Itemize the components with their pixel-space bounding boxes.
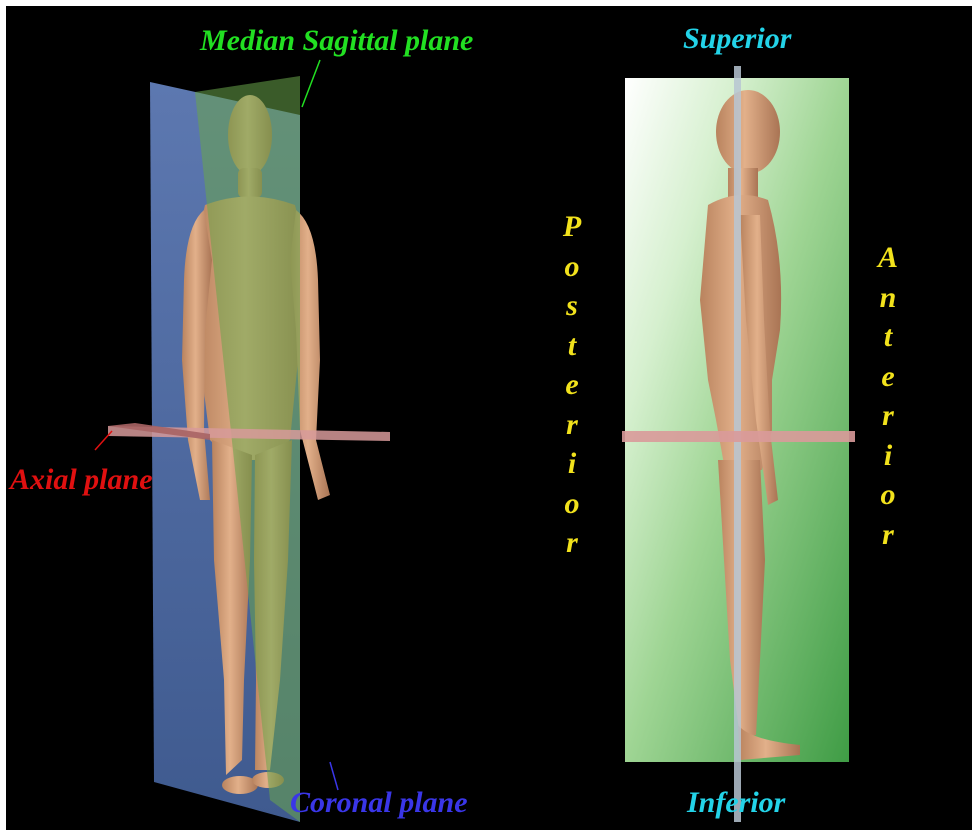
anterior-label-letter: t [884,317,892,357]
posterior-label-letter: o [565,247,580,287]
posterior-label-letter: t [568,326,576,366]
posterior-label-letter: o [565,484,580,524]
anterior-label-letter: A [878,238,898,278]
anterior-label-letter: r [882,515,894,555]
posterior-label-letter: i [568,444,576,484]
side-view-axial-plane [622,431,855,442]
median-sagittal-plane-label: Median Sagittal plane [200,24,473,58]
anterior-label-letter: i [884,436,892,476]
anterior-label-letter: e [881,357,894,397]
posterior-label-letter: r [566,523,578,563]
posterior-label-letter: s [566,286,578,326]
anterior-label-letter: r [882,396,894,436]
anterior-label-letter: o [881,475,896,515]
vertical-axis-line [734,66,741,822]
posterior-label-letter: r [566,405,578,445]
axial-plane-label: Axial plane [10,463,153,497]
posterior-label-letter: P [563,207,581,247]
posterior-label-letter: e [565,365,578,405]
coronal-plane-label: Coronal plane [290,786,468,820]
superior-label: Superior [683,22,791,56]
anterior-label-letter: n [880,278,897,318]
inferior-label: Inferior [687,786,785,820]
